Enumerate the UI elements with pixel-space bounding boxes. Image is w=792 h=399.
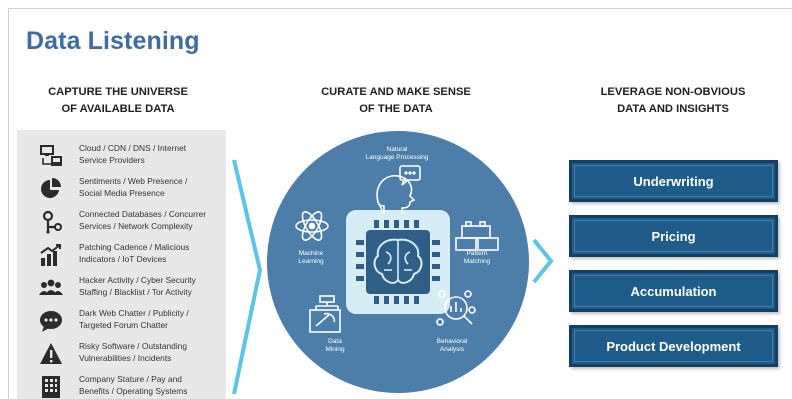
column-heading-curate: CURATE AND MAKE SENSE OF THE DATA bbox=[321, 86, 471, 115]
product-development-button[interactable]: Product Development bbox=[569, 325, 778, 367]
behavior-analysis-icon bbox=[436, 290, 476, 326]
curation-label-mining: Data Mining bbox=[325, 338, 345, 353]
data-mining-icon bbox=[309, 295, 341, 333]
warning-icon bbox=[40, 343, 62, 364]
building-blocks-icon bbox=[455, 221, 499, 251]
curation-label-ml: Machine Learning bbox=[298, 250, 324, 265]
ai-brain-chip-icon bbox=[346, 210, 450, 314]
curation-circle bbox=[267, 131, 529, 393]
bar-growth-icon bbox=[40, 244, 61, 266]
network-computer-icon bbox=[40, 145, 62, 166]
speaking-head-icon bbox=[376, 165, 421, 215]
accumulation-button[interactable]: Accumulation bbox=[569, 270, 778, 312]
column-heading-capture: CAPTURE THE UNIVERSE OF AVAILABLE DATA bbox=[48, 86, 188, 115]
people-group-icon bbox=[39, 279, 63, 295]
list-item: Dark Web Chatter / Publicity /Targeted F… bbox=[17, 305, 226, 338]
pie-chart-icon bbox=[41, 178, 61, 198]
chevron-right-icon bbox=[532, 238, 554, 284]
chat-bubble-icon bbox=[40, 311, 62, 332]
curation-label-nlp: Natural Language Processing bbox=[365, 146, 429, 161]
atom-icon bbox=[295, 211, 329, 241]
pricing-button[interactable]: Pricing bbox=[569, 215, 778, 257]
connected-nodes-icon bbox=[42, 210, 62, 234]
curation-label-pattern: Pattern Matching bbox=[463, 250, 491, 265]
building-icon bbox=[42, 376, 60, 398]
curation-label-behavioral: Behavioral Analysis bbox=[436, 338, 468, 353]
page-title: Data Listening bbox=[26, 27, 200, 55]
chevron-right-icon bbox=[232, 159, 263, 395]
column-heading-leverage: LEVERAGE NON-OBVIOUS DATA AND INSIGHTS bbox=[600, 86, 746, 115]
list-item: Sentiments / Web Presence /Social Media … bbox=[17, 173, 226, 206]
underwriting-button[interactable]: Underwriting bbox=[569, 160, 778, 202]
